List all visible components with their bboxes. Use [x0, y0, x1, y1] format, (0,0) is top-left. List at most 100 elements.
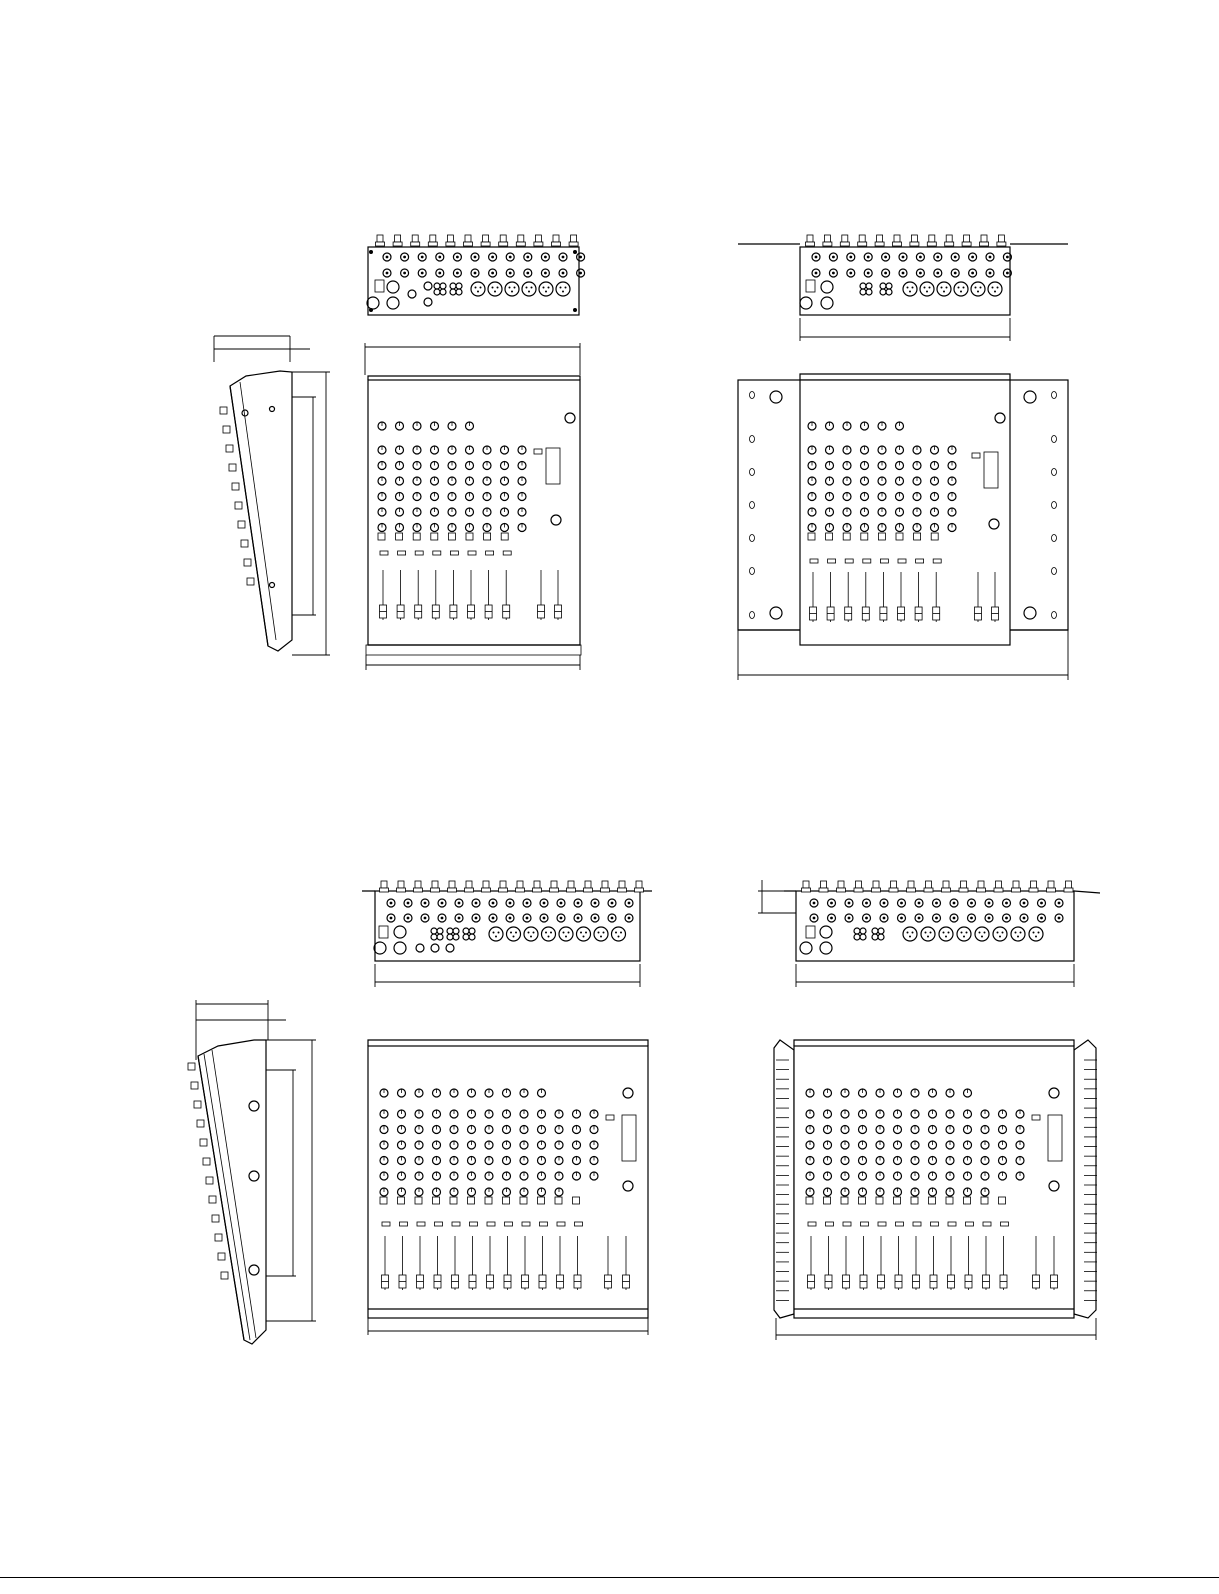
- rear-knob-base: [533, 888, 542, 892]
- rear-knob-base: [1064, 888, 1073, 892]
- xlr-pin: [585, 932, 587, 934]
- jack-center: [594, 917, 597, 920]
- xlr-connector: [993, 927, 1007, 941]
- xlr-pin: [531, 287, 533, 289]
- jack-center: [988, 917, 991, 920]
- rear-knob-cap: [585, 881, 591, 888]
- xlr-pin: [997, 287, 999, 289]
- rear-knob-base: [448, 888, 457, 892]
- xlr-pin: [548, 936, 550, 938]
- rear-knob-cap: [483, 881, 489, 888]
- rear-knob-base: [924, 888, 933, 892]
- xlr-pin: [477, 291, 479, 293]
- side-knob: [197, 1120, 204, 1127]
- xlr-connector: [522, 282, 536, 296]
- xlr-pin: [548, 287, 550, 289]
- top-view-12ch: [365, 343, 581, 670]
- xlr-pin: [984, 932, 986, 934]
- rear-knob-base: [428, 242, 437, 246]
- rear-knob-base: [552, 242, 561, 246]
- jack-center: [849, 256, 852, 259]
- rear-knob-cap: [415, 881, 421, 888]
- rear-knob-cap: [398, 881, 404, 888]
- side-knob: [194, 1101, 201, 1108]
- xlr-connector: [559, 927, 573, 941]
- jack-center: [919, 256, 922, 259]
- xlr-pin: [909, 291, 911, 293]
- rear-knob-base: [945, 242, 954, 246]
- jack-center: [509, 917, 512, 920]
- jack-center: [900, 902, 903, 905]
- xlr-pin: [511, 291, 513, 293]
- xlr-pin: [981, 936, 983, 938]
- jack-center: [475, 902, 478, 905]
- xlr-pin: [510, 932, 512, 934]
- xlr-pin: [927, 936, 929, 938]
- rear-knob-base: [858, 242, 867, 246]
- xlr-pin: [945, 936, 947, 938]
- jack-center: [526, 902, 529, 905]
- rear-knob-cap: [978, 881, 984, 888]
- jack-center: [815, 256, 818, 259]
- jack-center: [936, 256, 939, 259]
- jack-center: [628, 917, 631, 920]
- xlr-pin: [926, 291, 928, 293]
- side-knob: [223, 426, 230, 433]
- jack-center: [865, 917, 868, 920]
- jack-center: [830, 902, 833, 905]
- xlr-pin: [924, 287, 926, 289]
- jack-center: [526, 272, 529, 275]
- rear-knob-cap: [534, 881, 540, 888]
- xlr-pin: [568, 932, 570, 934]
- rear-view-12ch-rack: [738, 235, 1068, 341]
- figure-16ch-with-side-panels: [758, 880, 1100, 1340]
- jack-center: [1005, 902, 1008, 905]
- rear-knob-base: [927, 242, 936, 246]
- side-knob: [221, 1272, 228, 1279]
- side-knob: [220, 407, 227, 414]
- xlr-pin: [583, 936, 585, 938]
- side-knob: [206, 1177, 213, 1184]
- jack-center: [867, 256, 870, 259]
- jack-center: [970, 917, 973, 920]
- jack-center: [407, 917, 410, 920]
- rear-knob-base: [550, 888, 559, 892]
- xlr-pin: [909, 936, 911, 938]
- jack-center: [867, 272, 870, 275]
- xlr-pin: [930, 932, 932, 934]
- xlr-connector: [577, 927, 591, 941]
- rear-knob-cap: [807, 235, 813, 242]
- xlr-connector: [988, 282, 1002, 296]
- rear-knob-base: [980, 242, 989, 246]
- xlr-connector: [612, 927, 626, 941]
- xlr-pin: [941, 287, 943, 289]
- jack-center: [403, 256, 406, 259]
- jack-center: [883, 917, 886, 920]
- xlr-pin: [961, 932, 963, 934]
- jack-center: [1006, 256, 1009, 259]
- xlr-pin: [526, 287, 528, 289]
- rear-knob-base: [942, 888, 951, 892]
- xlr-pin: [530, 936, 532, 938]
- rear-knob-base: [1029, 888, 1038, 892]
- rear-knob-cap: [803, 881, 809, 888]
- rear-knob-base: [959, 888, 968, 892]
- side-knob: [218, 1253, 225, 1260]
- rear-knob-cap: [891, 881, 897, 888]
- side-knob: [209, 1196, 216, 1203]
- xlr-pin: [977, 291, 979, 293]
- rear-knob-cap: [500, 881, 506, 888]
- xlr-pin: [994, 291, 996, 293]
- rear-knob-base: [516, 242, 525, 246]
- rear-knob-base: [499, 888, 508, 892]
- xlr-pin: [514, 287, 516, 289]
- rear-knob-cap: [998, 235, 1004, 242]
- jack-center: [458, 917, 461, 920]
- rear-knob-base: [997, 242, 1006, 246]
- xlr-pin: [480, 287, 482, 289]
- jack-center: [579, 272, 582, 275]
- jack-center: [577, 917, 580, 920]
- side-knob: [244, 559, 251, 566]
- top-view-12ch-rack: [738, 374, 1068, 680]
- jack-center: [492, 917, 495, 920]
